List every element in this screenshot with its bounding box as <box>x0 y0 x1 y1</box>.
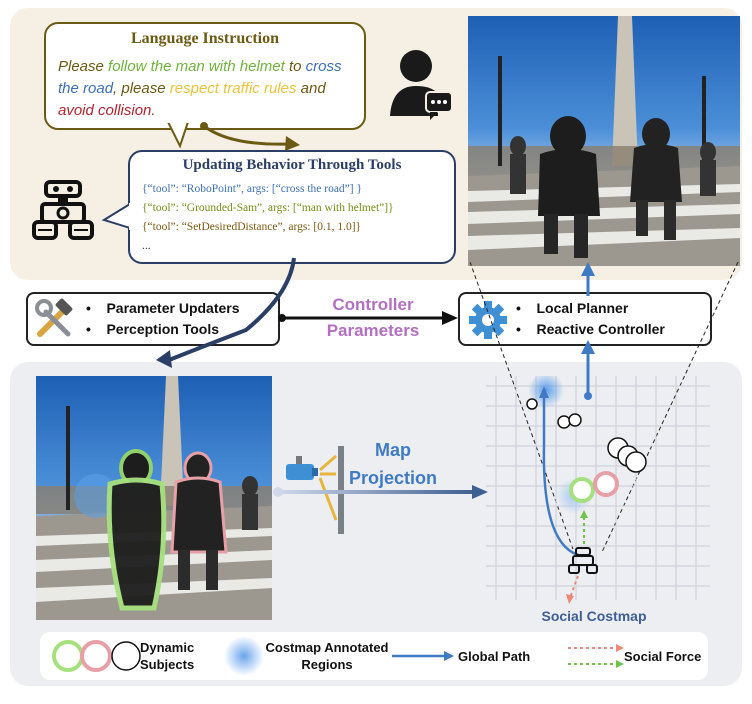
language-instruction-text: Please follow the man with helmet to cro… <box>58 56 354 122</box>
language-instruction-bubble: Language Instruction Please follow the m… <box>44 22 366 130</box>
map-projection-arrow <box>273 485 488 499</box>
costmap-region-legend-icon <box>224 636 264 676</box>
robot-marker <box>568 547 598 574</box>
tools-to-photo-arrow <box>156 257 296 368</box>
tools-bubble: Updating Behavior Through Tools {“tool”:… <box>128 150 456 264</box>
bubble-tail-tools <box>101 203 132 230</box>
map-projection-line2: Projection <box>348 468 437 488</box>
user-chat-icon <box>390 50 453 120</box>
dynamic-subjects-label: Dynamic Subjects <box>140 640 195 672</box>
instruction-segment-follow: follow the man with helmet <box>108 58 285 75</box>
instruction-segment: to <box>284 58 306 75</box>
social-costmap-label: Social Costmap <box>541 608 647 624</box>
costmap-to-planner-arrow <box>581 340 595 400</box>
reactive-controller-label: Reactive Controller <box>536 321 665 337</box>
tool-call-line: {“tool”: “SetDesiredDistance”, args: [0.… <box>142 221 362 233</box>
controller-parameters-label: Controller Parameters <box>298 292 448 344</box>
instruction-segment-rules: respect traffic rules <box>169 80 297 97</box>
street-scene-bottom <box>36 376 272 620</box>
planner-to-photo-arrow <box>581 262 595 296</box>
language-instruction-title: Language Instruction <box>130 30 280 47</box>
view-frustum-lines <box>470 262 739 553</box>
tools-bubble-title: Updating Behavior Through Tools <box>182 157 402 173</box>
bubble-tail-lang <box>166 120 190 149</box>
right-item-2: • Reactive Controller <box>516 321 665 337</box>
local-planner-label: Local Planner <box>536 300 629 316</box>
map-projection-line1: Map <box>375 440 411 460</box>
instruction-to-tools-arrow <box>200 122 300 151</box>
controller-label-line2: Parameters <box>326 321 420 340</box>
gear-icon <box>469 301 507 339</box>
tool-call-line: {“tool”: “Grounded-Sam”, args: [“man wit… <box>142 202 394 214</box>
instruction-segment: and <box>296 80 326 97</box>
street-scene-top <box>468 16 740 266</box>
instruction-segment: Please <box>58 58 109 75</box>
instruction-segment: . <box>151 102 156 119</box>
controller-label-line1: Controller <box>332 295 414 314</box>
costmap-regions-label: Costmap Annotated Regions <box>265 640 389 672</box>
social-costmap <box>486 376 710 604</box>
tools-icon <box>35 298 73 337</box>
tool-call-line: ... <box>142 240 151 252</box>
perception-tools-label: Perception Tools <box>106 321 220 337</box>
controller-arrow <box>278 311 458 325</box>
instruction-segment-cross: cross the road <box>58 58 342 97</box>
legend: Dynamic Subjects Costmap Annotated Regio… <box>40 632 708 680</box>
tools-box: • Parameter Updaters • Perception Tools <box>26 292 280 346</box>
right-item-1: • Local Planner <box>516 300 629 316</box>
tool-call-line: {“tool”: “RoboPoint”, args: [“cross the … <box>142 183 363 195</box>
instruction-segment-avoid: avoid collision <box>58 102 152 119</box>
social-force-label: Social Force <box>624 649 702 664</box>
global-path-label: Global Path <box>458 649 531 664</box>
left-item-2: • Perception Tools <box>86 321 220 337</box>
top-street-photo <box>468 16 740 266</box>
left-item-1: • Parameter Updaters <box>86 300 240 316</box>
global-path-legend-icon <box>392 651 454 661</box>
robot-icon <box>32 180 94 240</box>
social-force-legend-icon <box>568 644 624 668</box>
dynamic-subjects-legend-icon <box>52 640 141 672</box>
parameter-updaters-label: Parameter Updaters <box>106 300 240 316</box>
instruction-segment: , please <box>113 80 170 97</box>
tools-code: {“tool”: “RoboPoint”, args: [“cross the … <box>142 180 394 256</box>
map-projection-label: Map Projection <box>334 436 452 492</box>
bottom-street-photo <box>36 376 272 620</box>
